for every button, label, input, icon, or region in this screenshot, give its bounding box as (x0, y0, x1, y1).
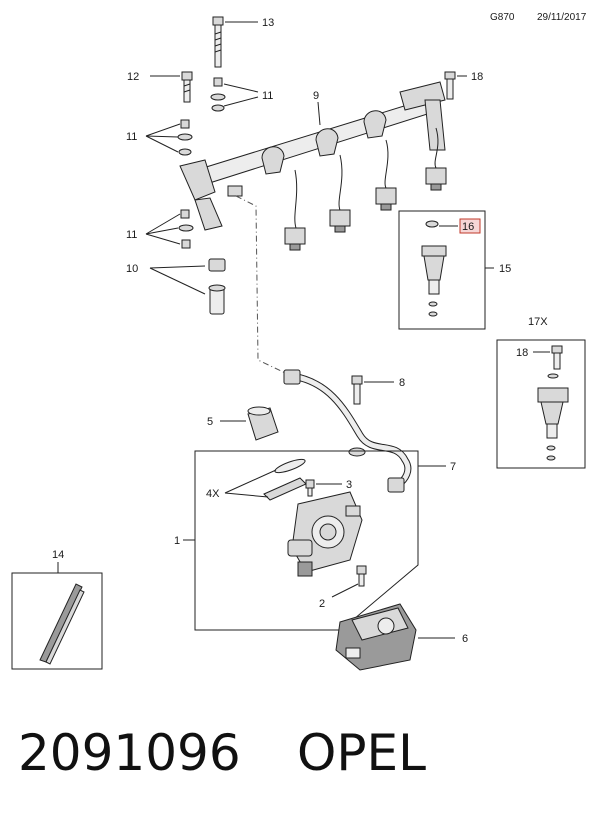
injector-assembly-box-17x[interactable] (496, 339, 586, 469)
callout-15: 15 (499, 263, 511, 275)
high-pressure-pump-body[interactable] (287, 491, 363, 577)
callout-3: 3 (346, 479, 352, 491)
fuel-injector-15[interactable] (421, 220, 447, 317)
callout-14: 14 (52, 549, 64, 561)
pump-tappet-5[interactable] (247, 406, 279, 441)
washer-set-11-lower[interactable] (178, 209, 194, 249)
callout-13: 13 (262, 17, 274, 29)
callout-17x: 17X (528, 316, 548, 328)
callout-12: 12 (127, 71, 139, 83)
callout-11-left: 11 (126, 131, 137, 143)
tool-box-14[interactable] (11, 572, 103, 670)
diagram-code: G870 (490, 12, 515, 23)
fuel-rail-9[interactable] (179, 81, 446, 231)
bolt-2[interactable] (356, 565, 367, 587)
injector-connector-2[interactable] (329, 154, 351, 233)
tool-tweezers-14[interactable] (39, 583, 85, 665)
bolt-3[interactable] (305, 479, 315, 497)
callout-16-highlight (459, 218, 481, 234)
callout-8: 8 (399, 377, 405, 389)
pump-cover-6[interactable] (335, 603, 417, 671)
callout-5: 5 (207, 416, 213, 428)
high-pressure-line-7[interactable] (283, 369, 412, 493)
seal-gasket-4x[interactable] (263, 457, 307, 501)
callout-1: 1 (174, 535, 180, 547)
footer-part-number: 2091096 (18, 724, 241, 782)
injector-kit-box-15[interactable] (398, 210, 486, 330)
bolt-18-inset[interactable] (551, 345, 563, 370)
nut-washer-stack-11[interactable] (210, 77, 226, 112)
fuel-pump-assembly-box-1[interactable] (194, 450, 419, 631)
fuel-injector-17x[interactable] (537, 373, 569, 461)
spacer-10[interactable] (208, 258, 226, 315)
bolt-18-top[interactable] (444, 71, 456, 100)
callout-11-upper: 11 (262, 90, 273, 102)
routing-dashed-line (235, 195, 301, 381)
bolt-13[interactable] (212, 16, 224, 68)
washer-set-11-left[interactable] (177, 119, 193, 156)
callout-7: 7 (450, 461, 456, 473)
diagram-date: 29/11/2017 (537, 12, 587, 23)
footer-brand: OPEL (297, 724, 426, 782)
injector-connector-3[interactable] (375, 139, 397, 211)
callout-10: 10 (126, 263, 138, 275)
callout-2: 2 (319, 598, 325, 610)
callout-18-top: 18 (471, 71, 483, 83)
callout-16[interactable]: 16 (462, 221, 474, 233)
bolt-8[interactable] (351, 375, 363, 405)
bolt-12[interactable] (181, 71, 193, 103)
callout-11-lower: 11 (126, 229, 137, 241)
injector-connector-1[interactable] (284, 169, 306, 251)
injector-connector-4[interactable] (425, 127, 447, 191)
callout-4x: 4X (206, 488, 220, 500)
callout-9: 9 (313, 90, 319, 102)
callout-6: 6 (462, 633, 468, 645)
callout-18-inset: 18 (516, 347, 528, 359)
